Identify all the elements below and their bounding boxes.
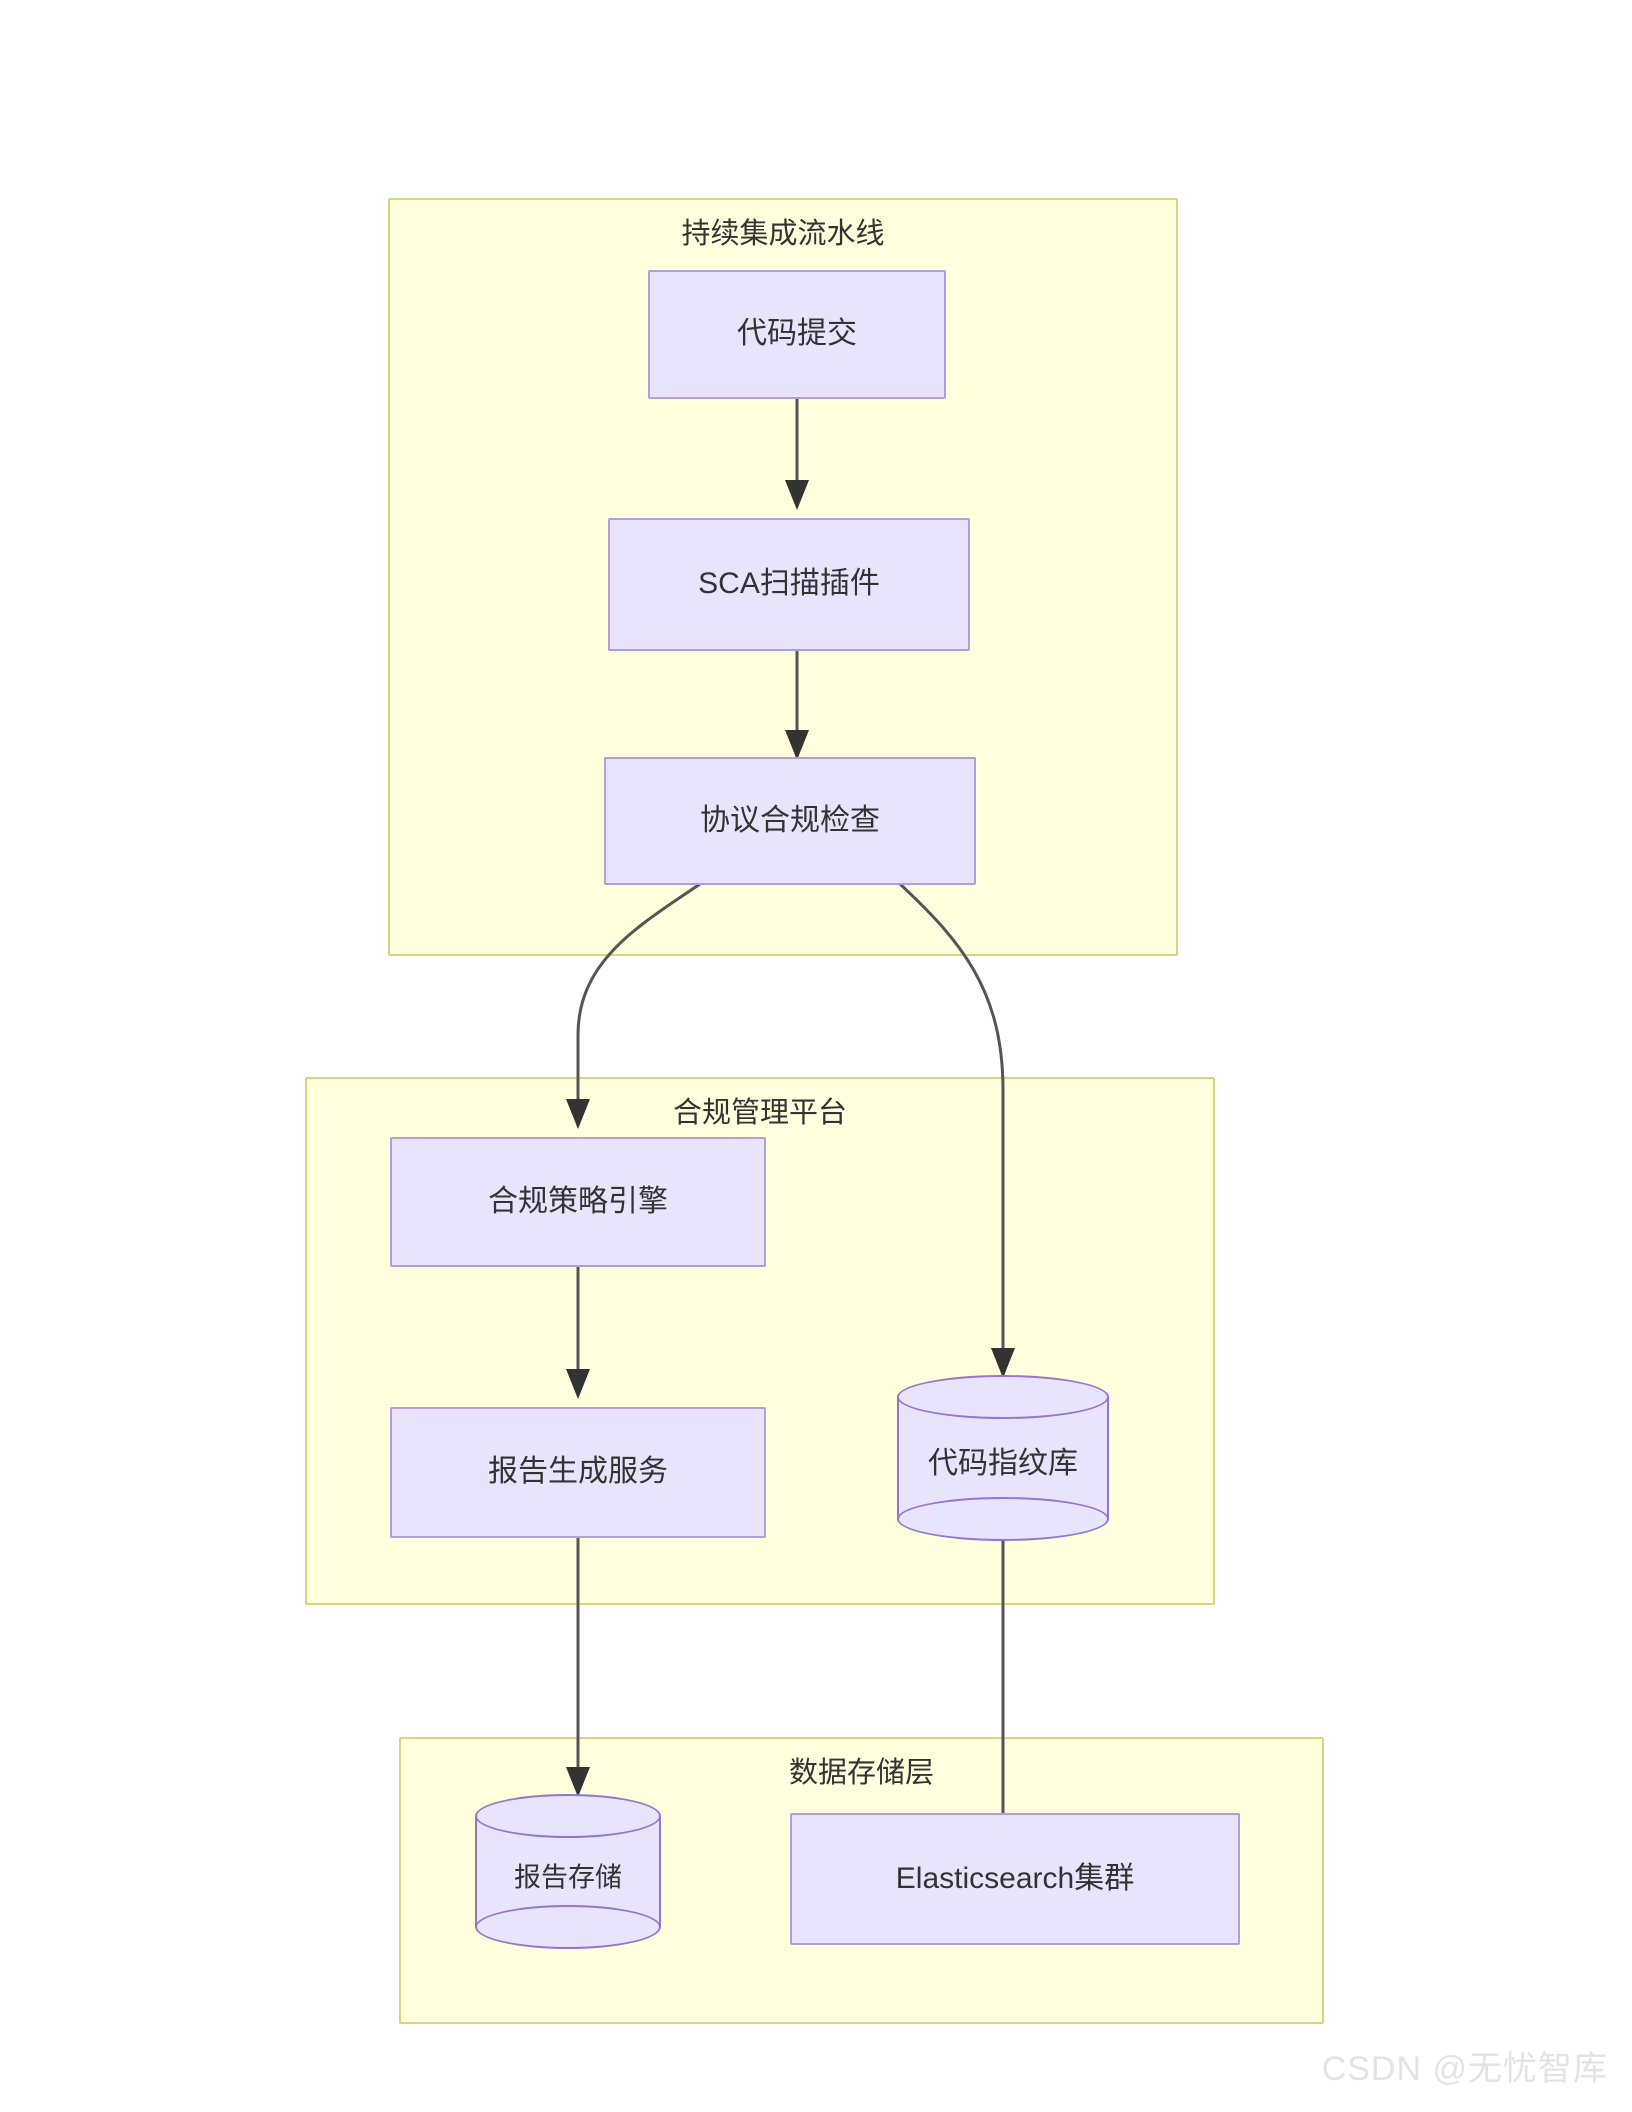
report-store-cylinder-bottom: [475, 1905, 661, 1949]
node-code-commit-label: 代码提交: [737, 317, 857, 351]
node-es-cluster[interactable]: Elasticsearch集群: [790, 1813, 1240, 1945]
node-policy-engine[interactable]: 合规策略引擎: [390, 1137, 766, 1267]
subgraph-compliance-platform-title: 合规管理平台: [672, 1097, 847, 1129]
fingerprint-db-cylinder-top: [897, 1375, 1109, 1419]
fingerprint-db-cylinder-bottom: [897, 1497, 1109, 1541]
node-license-check-label: 协议合规检查: [700, 803, 880, 837]
node-report-store[interactable]: 报告存储: [475, 1794, 661, 1949]
node-sca-plugin-label: SCA扫描插件: [698, 567, 880, 601]
node-code-commit[interactable]: 代码提交: [648, 270, 946, 399]
node-sca-plugin[interactable]: SCA扫描插件: [608, 518, 970, 651]
report-store-cylinder-top: [475, 1794, 661, 1838]
subgraph-ci-pipeline-title: 持续集成流水线: [681, 218, 885, 250]
node-report-store-label: 报告存储: [514, 1861, 622, 1892]
csdn-watermark: CSDN @无忧智库: [1321, 2050, 1608, 2088]
node-fingerprint-db-label: 代码指纹库: [928, 1446, 1078, 1480]
node-report-service[interactable]: 报告生成服务: [390, 1407, 766, 1538]
node-es-cluster-label: Elasticsearch集群: [895, 1861, 1135, 1895]
node-policy-engine-label: 合规策略引擎: [488, 1184, 668, 1218]
subgraph-data-storage-title: 数据存储层: [788, 1757, 934, 1789]
node-report-service-label: 报告生成服务: [488, 1455, 668, 1489]
node-fingerprint-db[interactable]: 代码指纹库: [897, 1375, 1109, 1541]
node-license-check[interactable]: 协议合规检查: [604, 757, 976, 885]
